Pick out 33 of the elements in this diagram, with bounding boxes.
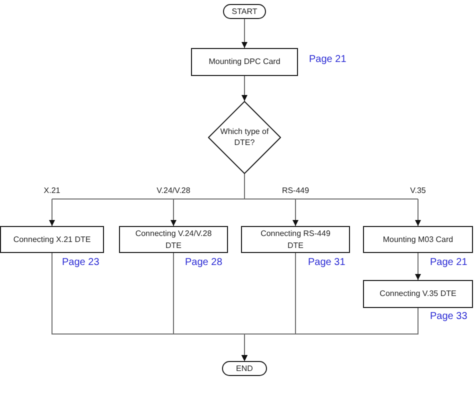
page-reference: Page 28 [185, 257, 222, 269]
page-reference: Page 23 [62, 257, 100, 269]
page-reference: Page 21 [309, 54, 346, 66]
step-label: Mounting M03 Card [382, 234, 454, 246]
process-box [363, 280, 473, 308]
flow-arrow [415, 252, 421, 280]
decision-question: Which type of DTE? [220, 127, 270, 148]
step-label: Connecting V.35 DTE [380, 288, 456, 300]
terminal-pill [222, 361, 267, 376]
flow-arrow [242, 18, 248, 48]
process-box [191, 48, 298, 76]
flow-arrow [49, 198, 55, 226]
edge-label: X.21 [42, 186, 62, 196]
terminal-pill [223, 4, 266, 19]
step-label: Connecting X.21 DTE [13, 234, 91, 246]
process-box [0, 226, 104, 253]
edge-label: RS-449 [280, 186, 312, 196]
flow-arrow [415, 198, 421, 226]
step-label: Connecting V.24/V.28 DTE [134, 228, 213, 251]
terminal-label: END [236, 362, 253, 374]
terminal-label: START [232, 6, 258, 18]
flow-arrow [292, 198, 298, 226]
page-reference: Page 31 [308, 257, 346, 269]
step-label: Connecting RS-449 DTE [260, 228, 332, 251]
step-label: Mounting DPC Card [208, 56, 280, 68]
flow-arrow [242, 76, 248, 102]
edge-label: V.35 [408, 186, 428, 196]
page-reference: Page 33 [430, 311, 468, 323]
process-box [241, 226, 350, 253]
process-box [119, 226, 228, 253]
process-box [363, 226, 473, 253]
flow-arrow [242, 308, 418, 362]
page-reference: Page 21 [430, 257, 468, 269]
